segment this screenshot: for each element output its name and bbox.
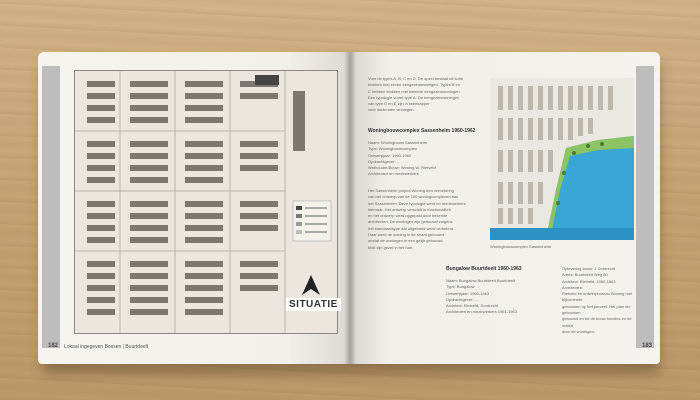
- text-line: van type D en E zijn in tweekapper: [368, 101, 430, 107]
- text-line: architecten. De woningen zijn gebouwd vo…: [368, 219, 453, 225]
- right-side-tab: [636, 66, 654, 348]
- text-line: hiernaar. Het ontwerp verschilt in funct…: [368, 206, 451, 212]
- text-line: Architect: Rietveld, Dordrecht: [446, 303, 499, 309]
- text-line: Daar werd de woning in de straat gebouwd: [368, 232, 445, 238]
- right-page: Voor de types A, B, C en D. De opzet bes…: [350, 52, 660, 364]
- text-line: Ontwerpjaar: 1960-1963: [446, 290, 490, 296]
- text-line: van het ontwerp van de 100 woningcomplex…: [368, 194, 459, 200]
- section-title-bungalow: Bungalow Buurtdeelt 1960-1963: [446, 266, 522, 272]
- project-meta: Naam: Woningbouw Sassenheim Type: Woning…: [368, 140, 483, 178]
- north-arrow-icon: [300, 274, 322, 301]
- side-column-text: Oplevering bouw: 1 Dordrecht Adres: Buur…: [562, 266, 642, 335]
- project-body: Het Sassenheim project Woning een verbet…: [368, 188, 483, 251]
- text-line: Architect: Rietveld, 1960-1963: [562, 278, 616, 284]
- left-side-tab: [42, 66, 60, 348]
- text-line: Type: Bungalow: [446, 284, 475, 290]
- text-line: Het Sassenheim project Woning een verbet…: [368, 188, 454, 193]
- text-line: blok zijn gezet in het hart.: [368, 244, 414, 250]
- text-line: C hebben blokken met kleinere eengezinsw…: [368, 88, 461, 94]
- left-page-footer: Lokaal ingegeven Bossen | Buurtdeelt: [64, 344, 149, 350]
- aerial-map-image: [490, 78, 634, 240]
- page-number-right: 183: [641, 343, 652, 349]
- bungalow-meta: Naam: Bungalow Buurtdeelt Buurtdeelt Typ…: [446, 278, 546, 316]
- site-plan-drawing: [75, 71, 337, 333]
- text-line: Architecten en medewerkers 1961-1963: [446, 309, 517, 315]
- text-line: Ontwerpjaar: 1960-1962: [368, 152, 412, 158]
- text-line: gebouwen op het perceel. Het plan die ge…: [562, 303, 631, 316]
- text-line: Rietveld en ontwerpbureau Woning met bij…: [562, 291, 633, 303]
- text-line: omdat de woningen in een gelijk gebouwd: [368, 238, 443, 244]
- text-line: blokken met zeven eengezinswoningen. Typ…: [368, 82, 460, 88]
- text-line: Opdrachtgever: ...: [446, 296, 479, 302]
- text-line: Een typologie vormt type A. De eengezins…: [368, 94, 460, 100]
- text-line: Voor de types A, B, C en D. De opzet bes…: [368, 76, 464, 81]
- open-book: SITUATIE 182 Lokaal ingegeven Bossen | B…: [38, 52, 660, 374]
- intro-text: Voor de types A, B, C en D. De opzet bes…: [368, 76, 483, 114]
- text-line: voor duizenden woningen.: [368, 107, 415, 113]
- aerial-map-caption: Woningbouwcomplex Sassenheim: [490, 244, 552, 249]
- text-line: Opdrachtgever: ...: [368, 158, 401, 164]
- text-line: Architecten:: [562, 284, 584, 290]
- site-plan-map: [74, 70, 338, 334]
- map-label: SITUATIE: [286, 298, 341, 311]
- text-line: Wethouder/Bouw: Woning W. Rietveld: [368, 165, 436, 171]
- map-legend: [292, 200, 332, 242]
- text-line: Oplevering bouw: 1 Dordrecht: [562, 266, 616, 271]
- text-line: het standaardtype dat uitgebreid werd ve…: [368, 225, 455, 231]
- section-title-sassenheim: Woningbouwcomplex Sassenheim 1960-1962: [368, 128, 476, 134]
- text-line: door de woningen.: [562, 328, 595, 334]
- text-line: Type: Woningbouwcomplex: [368, 146, 417, 152]
- text-line: Adres: Buurtdeelt Weg 80: [562, 272, 608, 278]
- text-line: Naam: Bungalow Buurtdeelt Buurtdeelt: [446, 278, 516, 283]
- text-line: en het ontwerp werd opgepakt door bekend…: [368, 213, 448, 219]
- left-page: SITUATIE 182 Lokaal ingegeven Bossen | B…: [38, 52, 350, 364]
- text-line: het Sassenheim. Deze typologie werd en m…: [368, 200, 466, 206]
- text-line: gebouwd en tot de bouw functies en de ma…: [562, 316, 632, 328]
- text-line: Naam: Woningbouw Sassenheim: [368, 140, 428, 145]
- book-gutter: [344, 52, 356, 364]
- text-line: Architecten en medewerkers: [368, 171, 419, 177]
- page-number-left: 182: [48, 343, 59, 349]
